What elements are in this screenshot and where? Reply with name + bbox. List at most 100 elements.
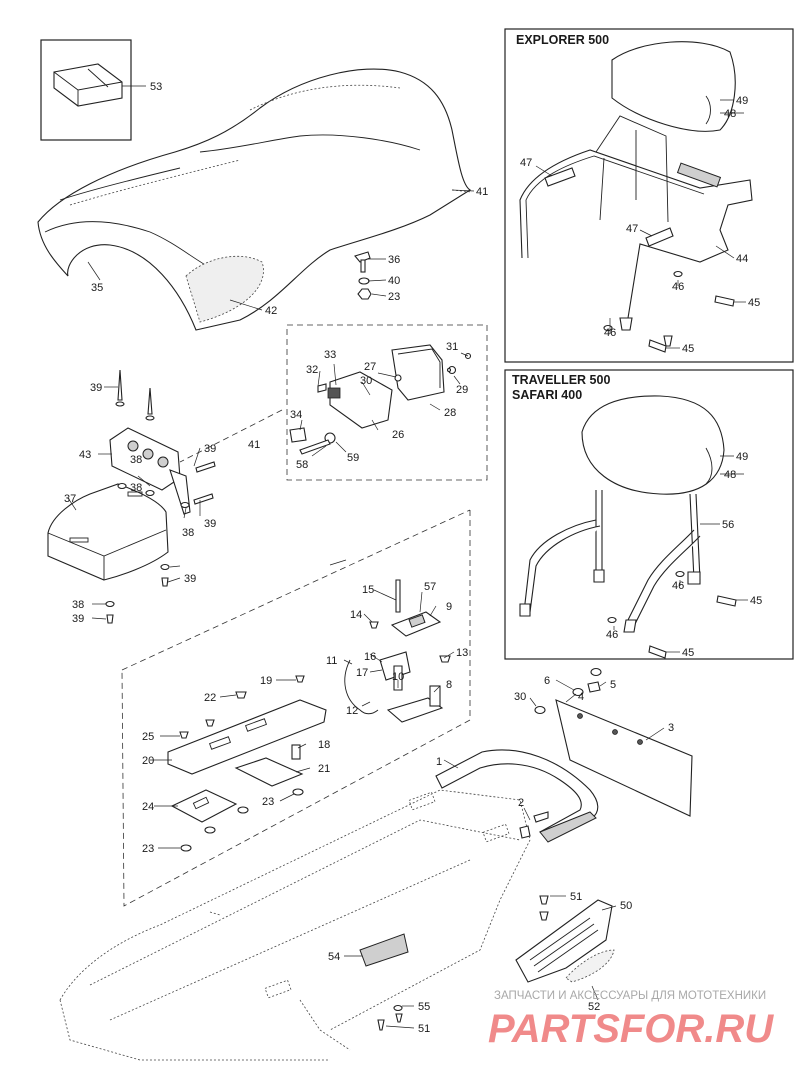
callout-36: 36 — [388, 254, 400, 266]
callout-26: 26 — [392, 429, 404, 441]
callout-25: 25 — [142, 731, 154, 743]
callout-labels: 53 41 35 42 36 40 23 31 33 27 32 30 29 2… — [64, 81, 762, 1035]
callout-23: 23 — [262, 796, 274, 808]
watermark-tagline: ЗАПЧАСТИ И АКСЕССУАРЫ ДЛЯ МОТОТЕХНИКИ — [494, 990, 766, 1002]
callout-39: 39 — [90, 382, 102, 394]
inset-box — [40, 39, 132, 141]
callout-56: 56 — [722, 519, 734, 531]
snow-flap-3 — [555, 699, 693, 817]
step-54 — [359, 933, 409, 1031]
lamp-housing-28 — [391, 344, 445, 401]
cover-37 — [47, 483, 169, 581]
callout-41-dash: 41 — [248, 439, 260, 451]
hitch-dashed-region — [121, 509, 471, 907]
callout-46: 46 — [672, 281, 684, 293]
callout-2: 2 — [518, 797, 524, 809]
callout-27: 27 — [364, 361, 376, 373]
seat-hardware — [354, 251, 372, 300]
leader-dash-41 — [179, 409, 283, 463]
grab-handle-1 — [435, 749, 599, 843]
callout-22: 22 — [204, 692, 216, 704]
callout-29: 29 — [456, 384, 468, 396]
taillight-dashed-box — [286, 324, 488, 481]
callout-49: 49 — [736, 451, 748, 463]
seat-stitch — [69, 84, 401, 206]
callout-39: 39 — [184, 573, 196, 585]
callout-48: 48 — [724, 108, 736, 120]
callout-14: 14 — [350, 609, 362, 621]
rear-bracket-assembly — [47, 369, 216, 624]
callout-48: 48 — [724, 469, 736, 481]
callout-45: 45 — [682, 343, 694, 355]
callout-38: 38 — [130, 454, 142, 466]
plate-20 — [167, 699, 327, 775]
seat-fabric-42 — [185, 255, 264, 323]
callout-12: 12 — [346, 705, 358, 717]
bracket-43 — [109, 427, 181, 491]
callout-37: 37 — [64, 493, 76, 505]
explorer-panel-title: EXPLORER 500 — [516, 33, 609, 47]
callout-34: 34 — [290, 409, 302, 421]
watermark-logo: PARTSFOR.RU — [488, 1007, 774, 1051]
traveller-backrest — [519, 395, 737, 659]
callout-54: 54 — [328, 951, 340, 963]
callout-39: 39 — [204, 518, 216, 530]
callout-10: 10 — [392, 671, 404, 683]
callout-47: 47 — [520, 157, 532, 169]
callout-13: 13 — [456, 647, 468, 659]
callout-49: 49 — [736, 95, 748, 107]
backrest-49-explorer — [611, 41, 736, 132]
callout-9: 9 — [446, 601, 452, 613]
explorer-rack — [519, 41, 753, 353]
hitch-8 — [386, 697, 444, 723]
callout-39: 39 — [72, 613, 84, 625]
callout-55: 55 — [418, 1001, 430, 1013]
traveller-panel — [504, 369, 794, 660]
callout-44: 44 — [736, 253, 748, 265]
callout-1: 1 — [436, 756, 442, 768]
callout-51: 51 — [418, 1023, 430, 1035]
callout-32: 32 — [306, 364, 318, 376]
seat-assembly — [37, 39, 473, 331]
part-53-block — [53, 63, 123, 107]
callout-47: 47 — [626, 223, 638, 235]
callout-50: 50 — [620, 900, 632, 912]
callout-45: 45 — [682, 647, 694, 659]
callout-51: 51 — [570, 891, 582, 903]
callout-15: 15 — [362, 584, 374, 596]
flap-hardware — [534, 667, 602, 715]
callout-35: 35 — [91, 282, 103, 294]
callout-17: 17 — [356, 667, 368, 679]
rear-frame — [59, 789, 531, 1061]
lamp-base-33 — [329, 371, 393, 429]
callout-45: 45 — [750, 595, 762, 607]
callout-21: 21 — [318, 763, 330, 775]
callout-23: 23 — [142, 843, 154, 855]
backrest-49-traveller — [581, 395, 725, 495]
plate-24 — [170, 789, 238, 823]
callout-18: 18 — [318, 739, 330, 751]
callout-8: 8 — [446, 679, 452, 691]
callout-23: 23 — [388, 291, 400, 303]
callout-58: 58 — [296, 459, 308, 471]
callout-38: 38 — [72, 599, 84, 611]
callout-40: 40 — [388, 275, 400, 287]
callout-20: 20 — [142, 755, 154, 767]
callout-24: 24 — [142, 801, 154, 813]
safari-panel-title: SAFARI 400 — [512, 388, 582, 402]
callout-16: 16 — [364, 651, 376, 663]
callout-4: 4 — [578, 691, 584, 703]
callout-28: 28 — [444, 407, 456, 419]
callout-31: 31 — [446, 341, 458, 353]
callout-19: 19 — [260, 675, 272, 687]
callout-11: 11 — [326, 655, 337, 667]
callout-39: 39 — [204, 443, 216, 455]
callout-30: 30 — [514, 691, 526, 703]
seat-outline — [37, 68, 472, 331]
footrest-50 — [515, 895, 615, 983]
callout-42: 42 — [265, 305, 277, 317]
callout-46: 46 — [672, 580, 684, 592]
pad-52 — [565, 949, 615, 983]
seat-piping — [44, 134, 421, 273]
